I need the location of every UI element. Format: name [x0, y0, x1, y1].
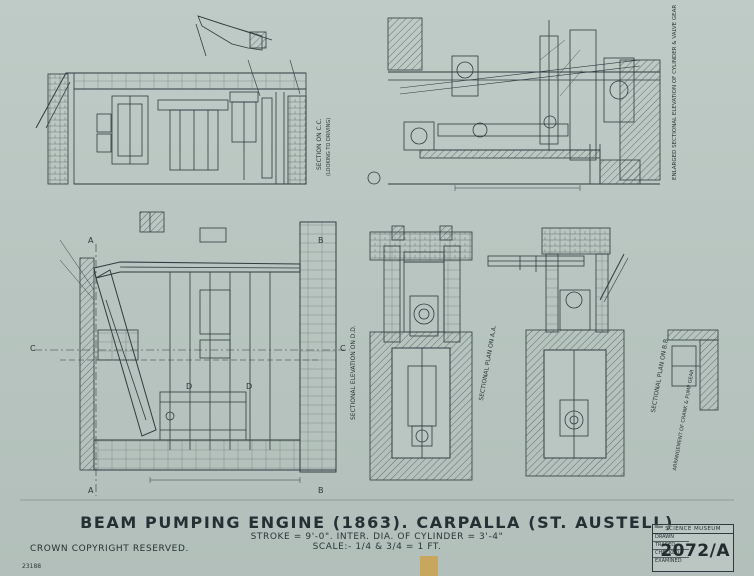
label-section-cc-note: (LOOKING TO DRIVING): [326, 117, 332, 176]
title-block-row: DRAWN: [653, 534, 689, 542]
section-marker-b-top: B: [318, 236, 324, 245]
label-section-cc: SECTION ON C.C.: [316, 118, 323, 170]
section-marker-b-bottom: B: [318, 486, 324, 495]
title-block-row: EXAMINED: [655, 558, 682, 564]
view-section-cc: [35, 15, 307, 185]
corner-reference: 23188: [22, 563, 42, 570]
view-sectional-elevation-dd: [59, 211, 337, 483]
tape-mark: [420, 556, 438, 576]
view-enlarged-section: [367, 17, 661, 191]
view-sectional-plan-aa: [369, 225, 473, 481]
section-marker-a-bottom: A: [88, 486, 94, 495]
title-block-row: CHECKED: [653, 550, 689, 558]
title-block-header: SCIENCE MUSEUM: [653, 525, 733, 534]
drawing-stroke-line: STROKE = 9'-0". INTER. DIA. OF CYLINDER …: [250, 532, 504, 542]
view-crank-pump-detail: [667, 329, 719, 411]
title-block: SCIENCE MUSEUM DRAWN TRACED CHECKED EXAM…: [652, 524, 734, 572]
label-enlarged-section: ENLARGED SECTIONAL ELEVATION OF CYLINDER…: [672, 4, 678, 180]
section-marker-d-right: D: [246, 382, 253, 391]
label-sectional-elevation-dd: SECTIONAL ELEVATION ON D.D.: [350, 325, 357, 420]
section-marker-c-right: C: [340, 344, 346, 353]
view-sectional-plan-bb: [487, 227, 629, 477]
drawing-scale-line: SCALE:- 1/4 & 3/4 = 1 FT.: [312, 542, 442, 552]
drawing-number: 2072/A: [660, 541, 730, 561]
section-marker-a-top: A: [88, 236, 94, 245]
section-line-aa: [34, 244, 350, 496]
title-block-row: TRACED: [653, 542, 689, 550]
section-marker-d-left: D: [186, 382, 193, 391]
drawing-title: BEAM PUMPING ENGINE (1863). CARPALLA (ST…: [80, 513, 674, 532]
section-marker-c-left: C: [30, 344, 36, 353]
copyright-notice: CROWN COPYRIGHT RESERVED.: [30, 544, 189, 554]
